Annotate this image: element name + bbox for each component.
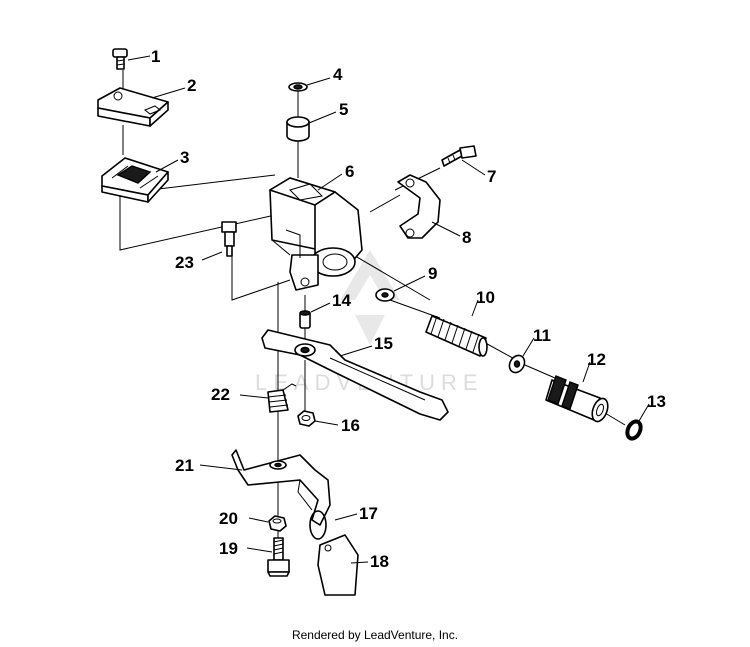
footer-credit: Rendered by LeadVenture, Inc. [291, 628, 459, 642]
callout-4: 4 [333, 65, 343, 84]
part-diaphragm-3 [101, 157, 169, 203]
callout-14: 14 [332, 291, 351, 310]
callout-22: 22 [211, 385, 230, 404]
part-clamp-8 [397, 174, 441, 239]
callout-6: 6 [345, 162, 354, 181]
part-o-ring-13 [625, 419, 643, 441]
part-bolt-19 [267, 537, 290, 577]
callout-2: 2 [187, 76, 196, 95]
part-screw-1 [112, 48, 128, 70]
part-washer-11 [508, 354, 526, 374]
callout-5: 5 [339, 100, 348, 119]
part-boot-10 [425, 315, 488, 357]
part-bushing-5 [286, 116, 310, 142]
part-spring-22 [267, 383, 297, 413]
callout-21: 21 [175, 456, 194, 475]
part-ring-17 [309, 510, 327, 540]
callout-1: 1 [151, 47, 160, 66]
part-pin-14 [299, 310, 311, 329]
part-nut-20 [268, 515, 287, 532]
part-washer-4 [288, 82, 308, 92]
part-master-cylinder-6 [269, 177, 363, 291]
callout-12: 12 [587, 350, 606, 369]
callout-19: 19 [219, 539, 238, 558]
callout-18: 18 [370, 552, 389, 571]
assembly-lines [119, 70, 626, 545]
part-piston-12 [545, 375, 609, 423]
part-lever-15 [261, 329, 449, 421]
callout-numbers: 1 2 3 4 5 6 7 8 9 10 11 12 13 14 15 16 1… [151, 47, 666, 571]
callout-9: 9 [428, 264, 437, 283]
callout-10: 10 [476, 288, 495, 307]
callout-13: 13 [647, 392, 666, 411]
part-bolt-7 [441, 145, 477, 167]
callout-23: 23 [175, 253, 194, 272]
part-nut-16 [297, 410, 316, 427]
callout-15: 15 [374, 334, 393, 353]
callout-17: 17 [359, 504, 378, 523]
callout-20: 20 [219, 509, 238, 528]
part-tag-18 [317, 534, 359, 596]
callout-8: 8 [462, 228, 471, 247]
part-bracket-21 [231, 449, 331, 526]
callout-3: 3 [180, 148, 189, 167]
callout-7: 7 [487, 167, 496, 186]
part-reservoir-cover-2 [97, 87, 169, 127]
callout-16: 16 [341, 416, 360, 435]
callout-11: 11 [533, 326, 551, 345]
part-washer-9 [375, 288, 395, 302]
callout-leaders [127, 55, 650, 564]
part-bolt-23 [221, 221, 237, 257]
